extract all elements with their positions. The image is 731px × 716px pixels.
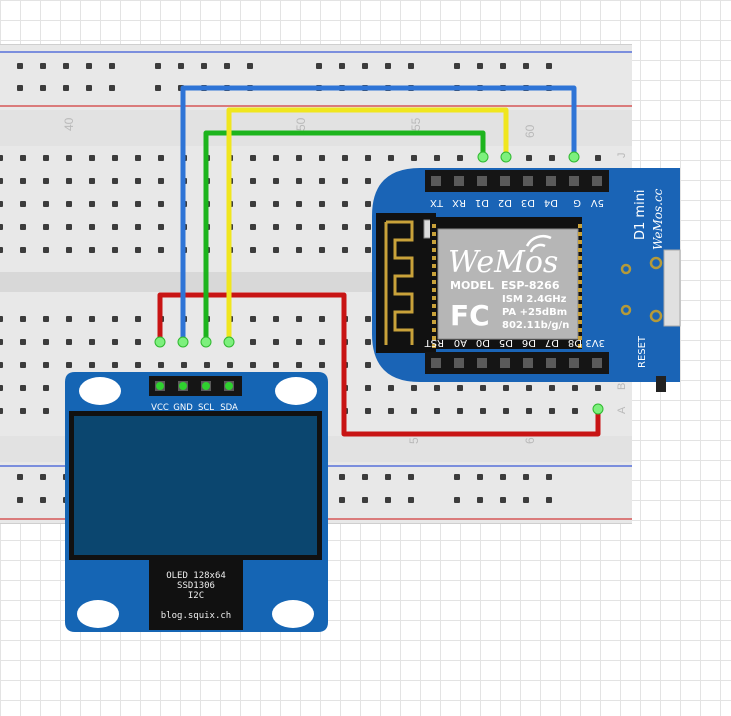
side-letter-a: A [616,406,628,414]
oled-screen [74,416,317,555]
wire-scl[interactable] [203,130,486,345]
model-value: ESP-8266 [501,279,560,292]
bottom-pin-label-d0: D0 [476,337,490,348]
row-number-55: 55 [409,117,423,131]
top-pin-label-d1: D1 [475,197,489,208]
spec-line-2: PA +25dBm [502,307,567,318]
usb-connector [663,249,681,327]
oled-flex-cable [149,560,243,630]
wifi-icon [525,234,552,253]
spec-line-1: ISM 2.4GHz [502,294,567,305]
bottom-pin-label-3v3: 3V3 [585,337,605,348]
esp8266-module: WeMos MODEL ESP-8266 FC ISM 2.4GHz PA +2… [430,217,582,349]
oled-pins [155,381,234,391]
board-title: D1 mini [633,189,648,240]
reset-label: RESET [637,335,648,368]
row-number-bottom-5: 5 [407,437,421,444]
d1-header-pins [431,176,602,368]
oled-pin-label-vcc: VCC [151,403,169,413]
bottom-pin-label-d7: D7 [545,337,559,348]
oled-pin-labels: VCC GND SCL SDA [151,403,238,413]
oled-label-line-2: SSD1306 [177,581,215,591]
wire-end-connectors [154,151,604,415]
top-pin-label-tx: TX [430,197,444,208]
top-pin-label-d2: D2 [498,197,512,208]
wires [157,85,601,437]
top-pin-label-d4: D4 [544,197,558,208]
wemos-logo: WeMos [448,245,558,280]
row-number-40: 40 [62,117,76,131]
oled-footer: blog.squix.ch [161,611,231,621]
model-label: MODEL [450,279,494,292]
header-bottom-strip [425,352,609,374]
oled-pin-label-sda: SDA [220,403,238,413]
oled-label-line-3: I2C [188,591,204,601]
module-castellated-pins [432,224,582,348]
row-number-60: 60 [523,124,537,138]
row-number-bottom-6: 6 [523,437,537,444]
mount-holes [620,256,663,323]
brand-script: WeMos.cc [651,188,665,250]
oled-mount-holes [77,377,317,628]
side-letter-j: J [616,153,628,159]
wire-power[interactable] [157,292,601,437]
reset-button[interactable] [656,376,666,392]
row-number-50: 50 [294,117,308,131]
side-letter-b: B [616,383,628,390]
oled-label-line-1: OLED 128x64 [166,571,226,581]
header-top-strip [425,170,609,192]
top-pin-label-g: G [573,197,581,208]
bottom-pin-label-rst: RST [424,337,444,348]
wire-sda[interactable] [226,107,509,345]
fc-mark: FC [450,299,490,332]
top-pin-label-rx: RX [452,197,466,208]
wire-ground[interactable] [180,85,577,345]
top-pin-label-5v: 5V [591,197,604,208]
bottom-pin-label-d6: D6 [522,337,536,348]
d1-top-pin-labels: TX RX D1 D2 D3 D4 G 5V [430,197,604,208]
top-pin-label-d3: D3 [521,197,535,208]
oled-module: VCC GND SCL SDA OLED 128x64 SSD1306 I2C blo… [65,372,328,632]
spec-line-3: 802.11b/g/n [502,320,569,331]
bottom-pin-label-a0: A0 [454,337,467,348]
oled-pin-label-gnd: GND [173,403,193,413]
d1-mini-board: WeMos MODEL ESP-8266 FC ISM 2.4GHz PA +2… [372,168,681,392]
oled-pin-header [149,376,242,396]
bottom-pin-label-d8: D8 [568,337,582,348]
oled-pin-label-scl: SCL [198,403,214,413]
antenna-trace [376,213,436,353]
bottom-pin-label-d5: D5 [499,337,513,348]
